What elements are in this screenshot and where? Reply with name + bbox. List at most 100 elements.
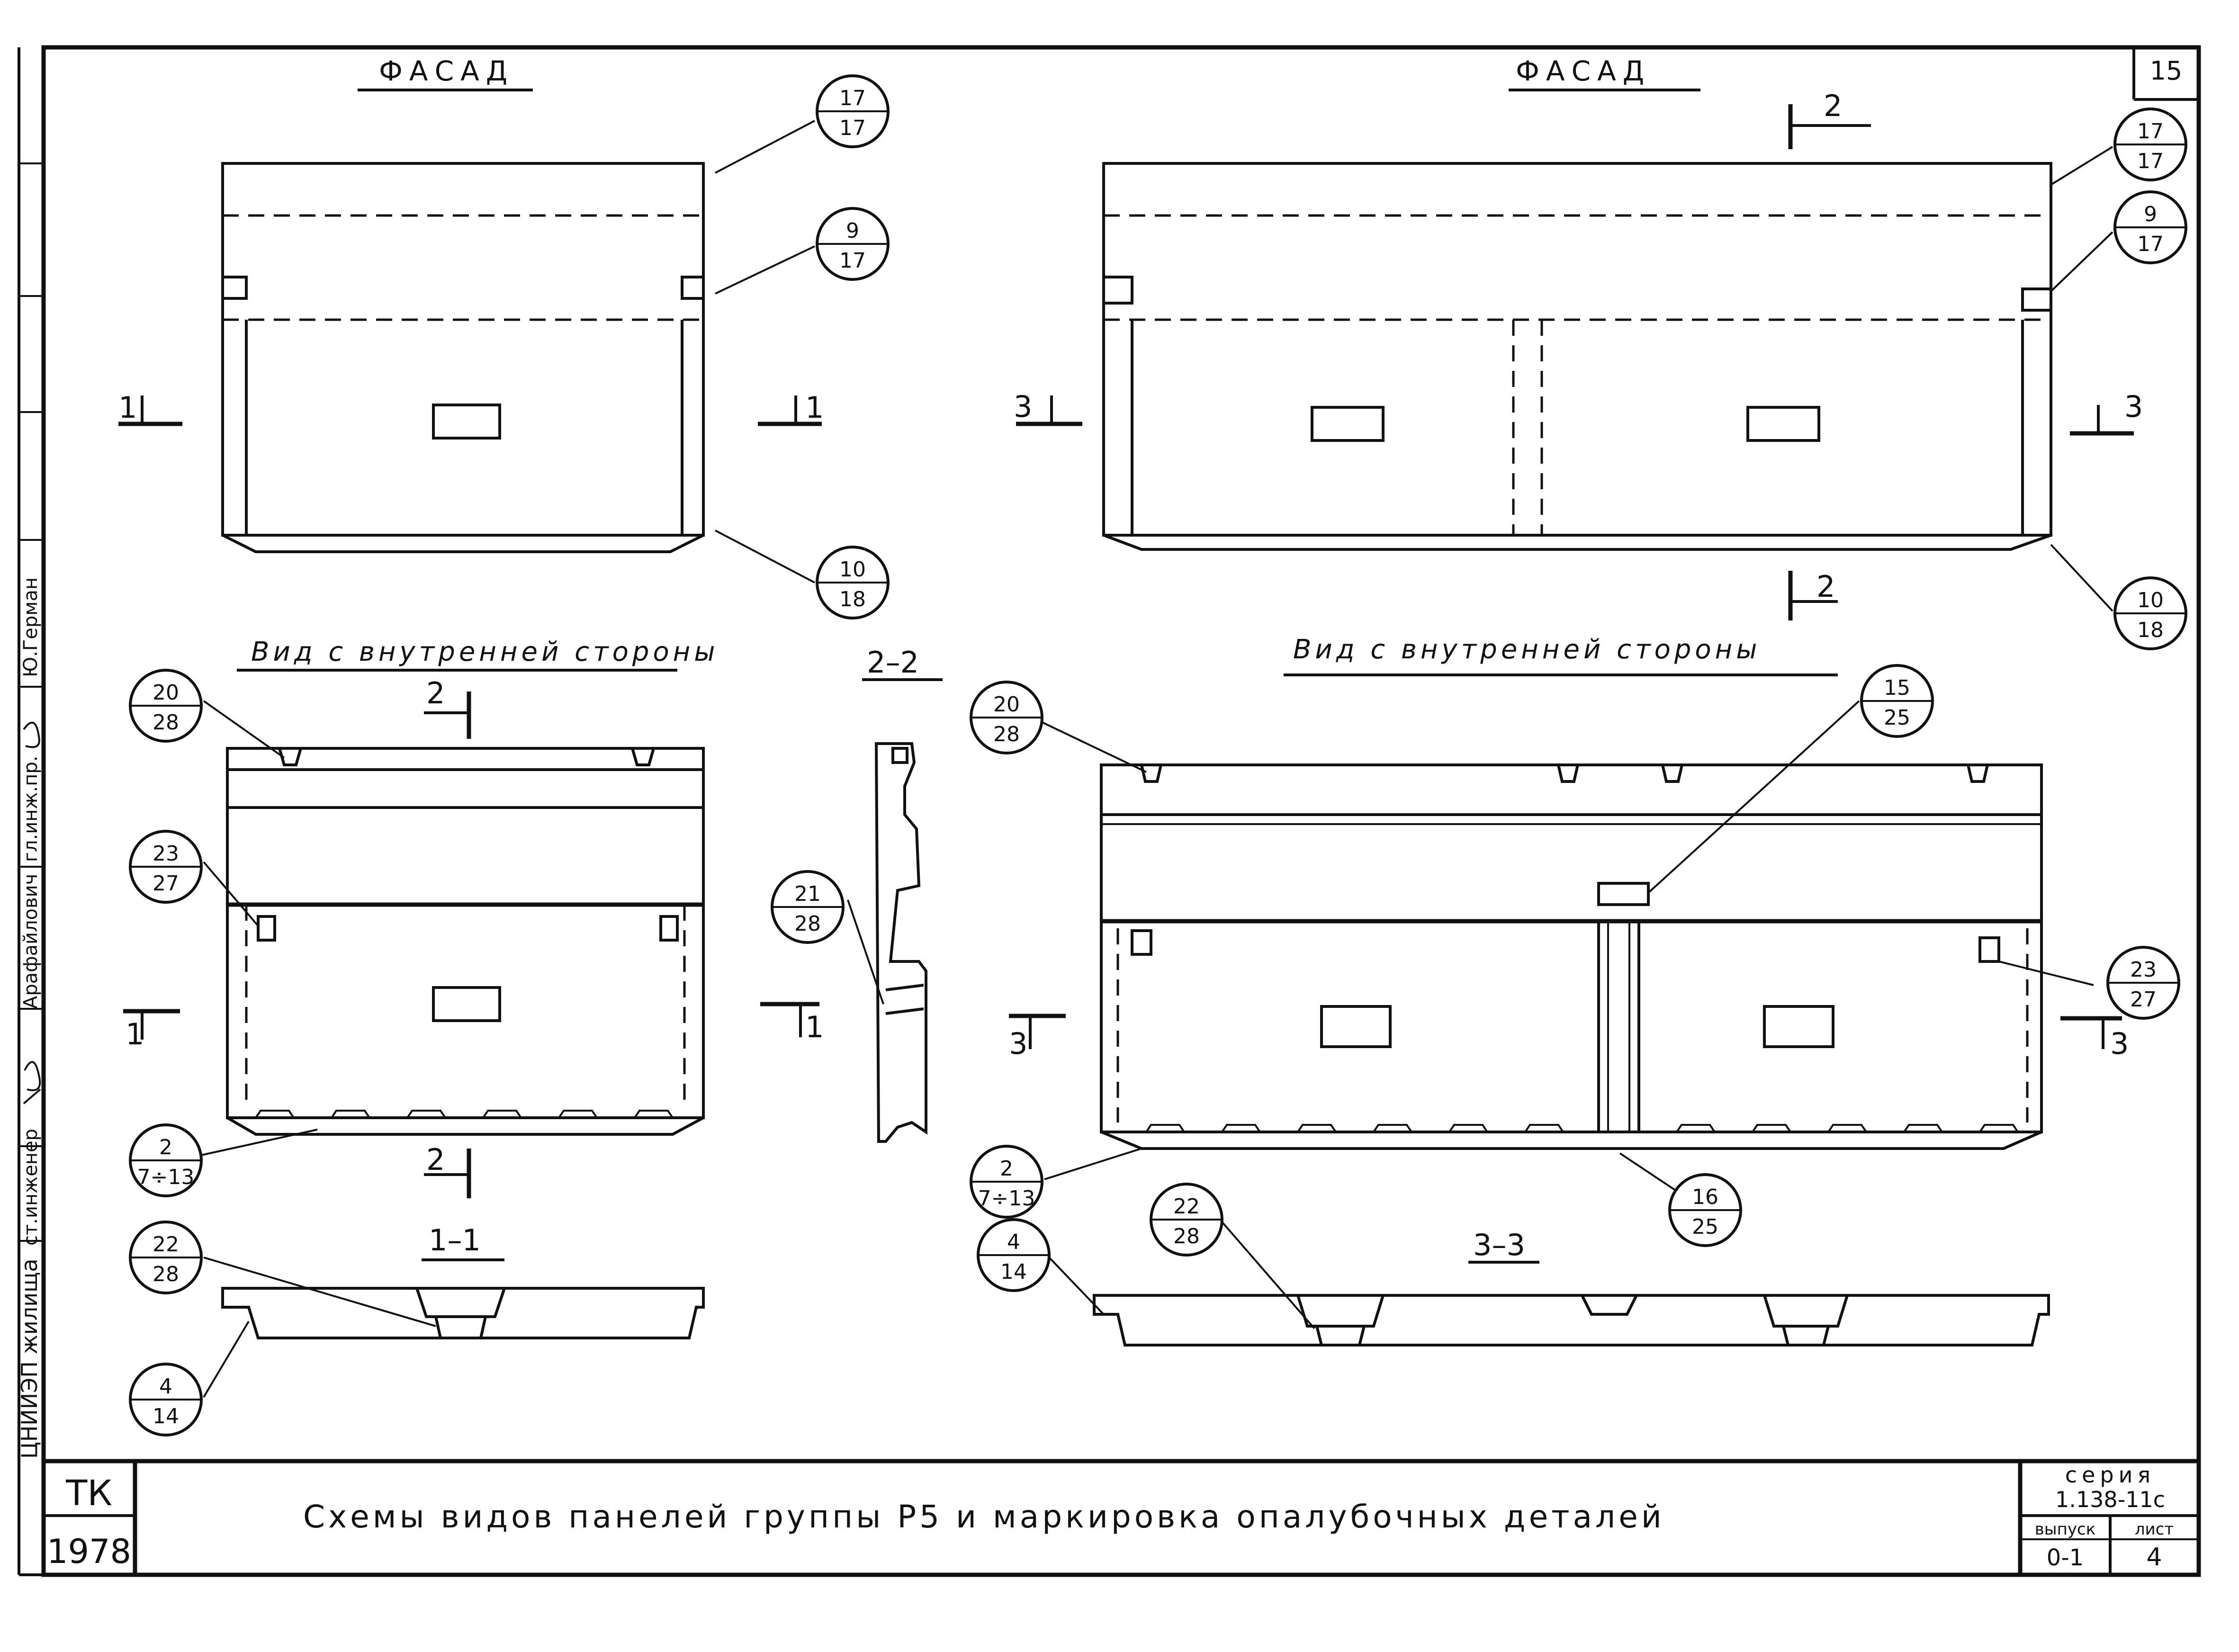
svg-text:1: 1 [805,1010,824,1044]
callout-2-7-13-right: 2 7÷13 [970,1145,1142,1219]
svg-text:10: 10 [2137,588,2164,612]
stamp-role1: ст.инженер [20,1129,42,1246]
inner-view-right: Вид с внутренней стороны [1100,634,2043,1150]
stamp-name2: Ю.Герман [20,577,42,677]
svg-text:2: 2 [426,1142,445,1177]
svg-text:28: 28 [153,710,179,735]
callout-17-17-left: 17 17 [715,74,890,174]
section-mark-2-facade-right: 2 2 [1788,89,1871,620]
stamp-dividers [19,686,44,1242]
section-3-3: 3–3 [1093,1228,2050,1347]
svg-text:3: 3 [1014,389,1032,424]
series-value: 1.138-11с [2055,1487,2165,1512]
callout-15-25: 15 25 [1647,664,1934,894]
section-marks-inner-right: 3 3 [1009,1014,2129,1061]
svg-text:4: 4 [1007,1230,1020,1254]
svg-text:10: 10 [839,557,866,582]
svg-text:28: 28 [153,1262,179,1286]
svg-text:2: 2 [159,1135,172,1159]
callout-20-28-right: 20 28 [970,681,1147,773]
stamp-name1: Арафайлович [20,874,42,1009]
svg-text:1: 1 [805,390,824,425]
svg-text:7÷13: 7÷13 [137,1165,195,1189]
svg-text:7÷13: 7÷13 [978,1186,1035,1211]
svg-text:23: 23 [2130,958,2157,982]
stamp-org: ЦНИИЭП жилища [17,1258,42,1459]
svg-text:2: 2 [1824,89,1842,123]
series-label: серия [2065,1462,2155,1488]
callout-23-27-left: 23 27 [129,830,259,927]
svg-text:16: 16 [1692,1185,1718,1209]
svg-text:4: 4 [159,1374,172,1399]
facade-left-title: ФАСАД [379,55,514,87]
facade-left: ФАСАД [221,55,705,553]
callout-17-17-right: 17 17 [2050,108,2187,186]
facade-right-title: ФАСАД [1516,55,1651,87]
svg-text:9: 9 [2144,202,2157,226]
callout-20-28-left: 20 28 [129,669,285,759]
inner-right-title: Вид с внутренней стороны [1293,634,1761,665]
callout-4-14-left: 4 14 [129,1320,250,1437]
facade-right: ФАСАД [1102,55,2052,551]
svg-text:20: 20 [153,681,179,705]
svg-text:17: 17 [839,249,866,273]
svg-text:17: 17 [2137,232,2164,256]
svg-text:1: 1 [126,1017,144,1051]
svg-text:23: 23 [153,842,179,866]
svg-text:21: 21 [794,882,821,906]
svg-text:2: 2 [1000,1157,1013,1181]
title-year: 1978 [47,1532,131,1571]
svg-text:18: 18 [2137,618,2164,642]
issue-value: 0-1 [2047,1544,2084,1571]
svg-text:22: 22 [1173,1194,1200,1219]
inner-left-title: Вид с внутренней стороны [251,637,719,667]
callout-10-18-right: 10 18 [2050,544,2187,650]
svg-text:3: 3 [2110,1026,2129,1061]
sheet-value: 4 [2146,1543,2162,1571]
sheet-frame [18,45,2201,1577]
sheet-number: 15 [2150,56,2183,86]
svg-text:22: 22 [153,1232,179,1257]
sheet-number-box: 15 [2132,47,2199,101]
svg-text:25: 25 [1692,1215,1718,1239]
section-1-1: 1–1 [221,1223,705,1339]
svg-text:14: 14 [153,1404,179,1428]
callout-4-14-right: 4 14 [977,1218,1105,1315]
section-2-2: 2–2 [862,645,943,1143]
callout-10-18-left: 10 18 [715,530,890,620]
drawing-title: Схемы видов панелей группы Р5 и маркиров… [303,1499,1665,1535]
callouts: 17 17 9 17 10 18 17 17 [129,74,2187,1437]
svg-text:3: 3 [2124,389,2143,424]
svg-text:18: 18 [839,587,866,611]
stamp-role2: гл.инж.пр. [20,756,42,862]
callout-9-17-left: 9 17 [715,207,890,295]
svg-text:2: 2 [426,676,445,710]
svg-text:14: 14 [1000,1260,1027,1284]
issue-label: выпуск [2035,1520,2095,1539]
svg-text:1: 1 [118,390,137,425]
title-code: ТК [65,1473,112,1514]
svg-text:15: 15 [1884,676,1910,700]
svg-text:17: 17 [839,116,866,140]
svg-text:3: 3 [1009,1026,1027,1061]
callout-21-28: 21 28 [771,870,884,1005]
callout-22-28-right: 22 28 [1150,1183,1315,1329]
svg-text:2: 2 [1816,569,1835,604]
callout-9-17-right: 9 17 [2050,190,2187,292]
section-11-title: 1–1 [429,1223,481,1257]
callout-22-28-left: 22 28 [129,1221,436,1327]
svg-text:25: 25 [1884,706,1910,730]
section-mark-1-facade-left: 1 1 [118,390,824,426]
svg-text:27: 27 [153,871,179,896]
side-stamp: ЦНИИЭП жилища ст.инженер Арафайлович гл.… [17,577,42,1459]
svg-text:17: 17 [2137,149,2164,173]
svg-text:28: 28 [1173,1224,1200,1248]
callout-23-27-right: 23 27 [1998,946,2180,1020]
svg-text:20: 20 [993,692,1020,717]
section-mark-3-facade-right: 3 3 [1014,389,2143,436]
sheet-label: лист [2135,1520,2174,1539]
callout-2-7-13-left: 2 7÷13 [129,1123,318,1197]
svg-text:28: 28 [993,722,1020,746]
svg-text:9: 9 [846,219,859,243]
